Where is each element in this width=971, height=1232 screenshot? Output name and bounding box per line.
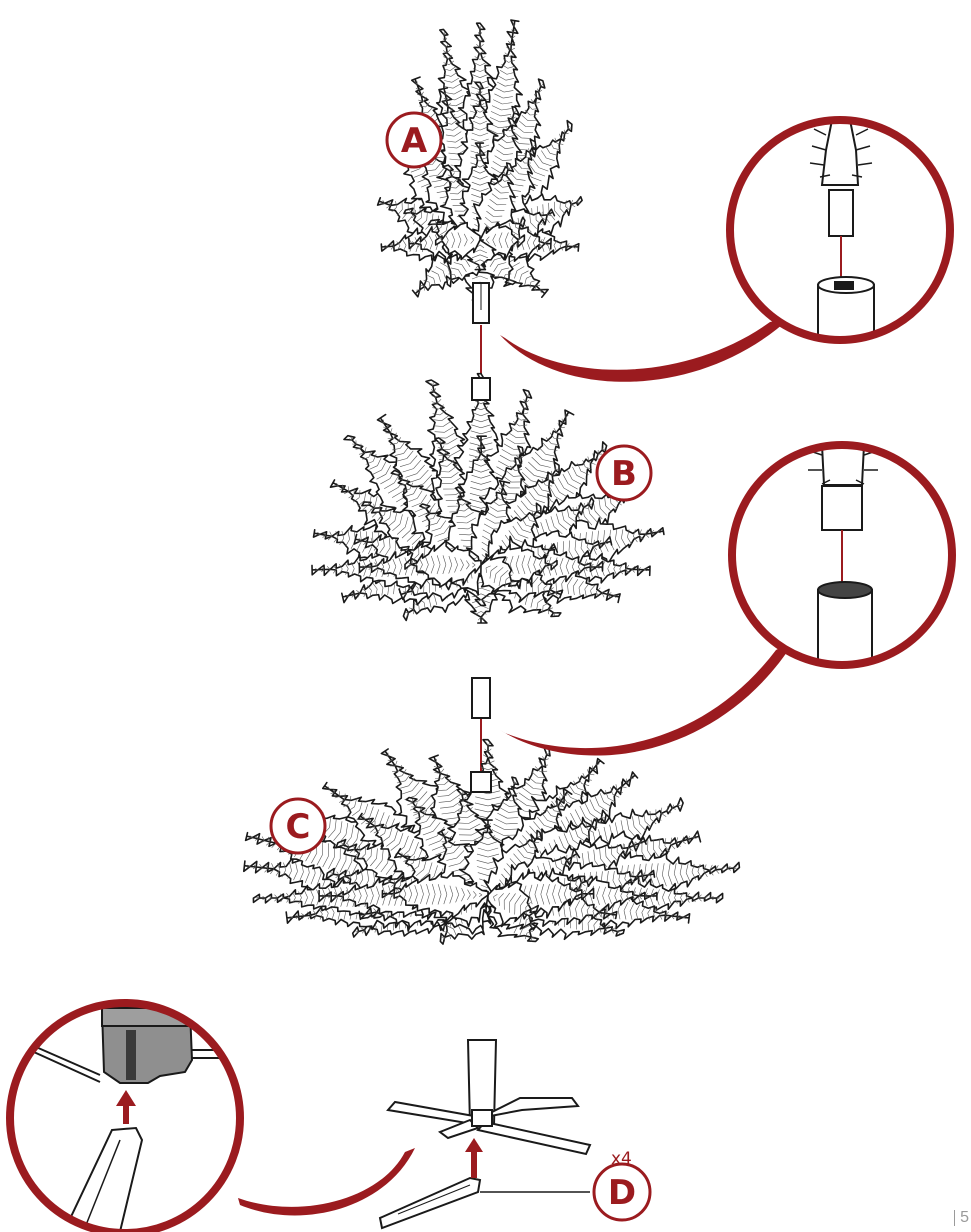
- tree-section-c: [244, 740, 740, 1125]
- label-d: D: [594, 1164, 650, 1220]
- svg-text:B: B: [611, 454, 637, 494]
- callout-top-tail: [500, 318, 790, 382]
- svg-text:D: D: [608, 1173, 636, 1213]
- tree-c-pole-top: [471, 772, 491, 792]
- detail-callout-bottom: [10, 1003, 250, 1232]
- page-number: 5: [954, 1210, 969, 1226]
- tree-b-pole: [472, 678, 490, 718]
- svg-text:C: C: [286, 807, 311, 847]
- label-c: C: [271, 799, 325, 853]
- stand-leg-detached: [380, 1178, 480, 1228]
- label-a: A: [387, 113, 441, 167]
- label-b: B: [597, 446, 651, 500]
- tree-b-pole-top: [472, 378, 490, 400]
- up-arrow-icon: [465, 1138, 483, 1178]
- tree-section-a: [378, 20, 582, 323]
- quantity-label: x4: [611, 1149, 632, 1169]
- detail-callout-mid: [732, 445, 952, 670]
- callout-bot-tail: [238, 1148, 415, 1215]
- tree-section-b: [312, 374, 664, 718]
- svg-text:A: A: [401, 121, 428, 161]
- callout-mid-tail: [500, 640, 795, 756]
